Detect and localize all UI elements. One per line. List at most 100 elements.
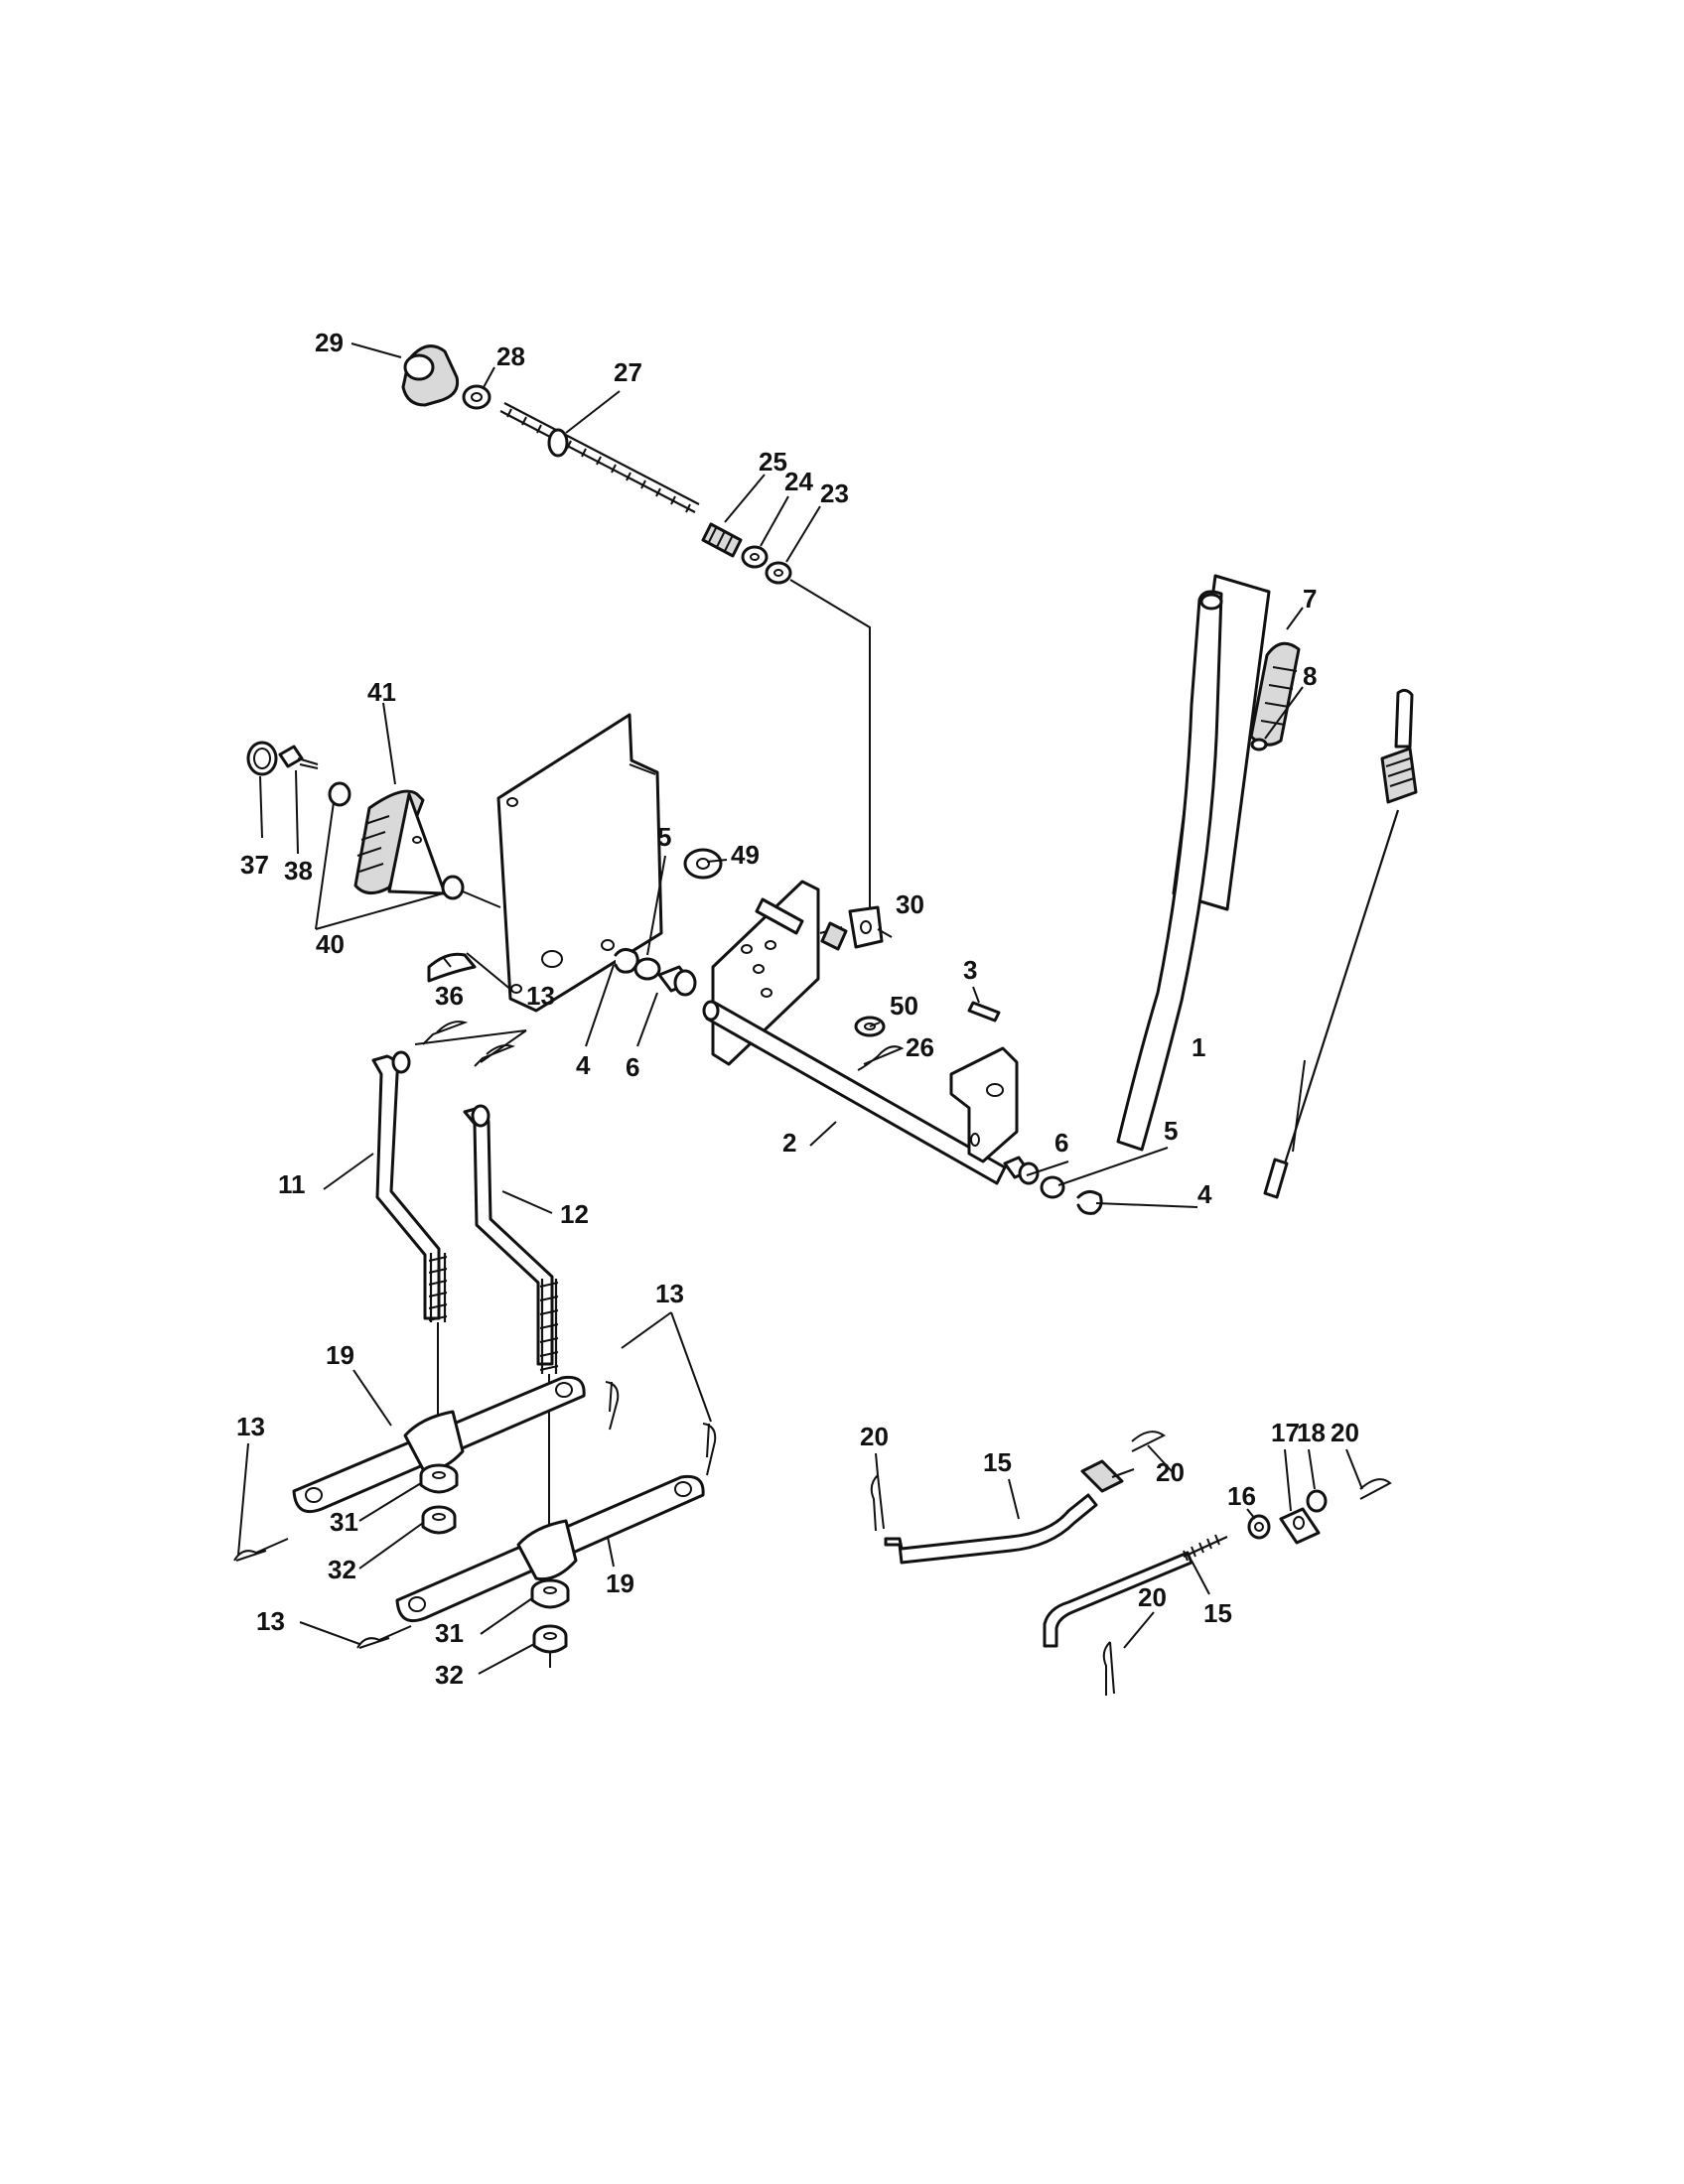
callout-27: 27	[614, 357, 642, 387]
cross-shaft	[702, 1000, 1007, 1185]
hairpin-20-d	[1359, 1478, 1392, 1500]
washer-40b	[441, 875, 465, 900]
cable-rod	[1263, 688, 1418, 1199]
callout-5-right: 5	[1164, 1116, 1178, 1146]
callout-17: 17	[1271, 1418, 1300, 1447]
callout-38: 38	[284, 856, 313, 886]
callout-13-arm: 13	[655, 1279, 684, 1308]
callout-13-left: 13	[236, 1412, 265, 1441]
callout-19-lower: 19	[606, 1569, 634, 1598]
adjustment-rod	[499, 402, 700, 513]
hairpin-13-arm-a	[605, 1381, 620, 1431]
swivel-30	[819, 905, 884, 951]
callout-2: 2	[782, 1128, 796, 1158]
callout-6-right: 6	[1054, 1128, 1068, 1158]
callout-7: 7	[1303, 584, 1317, 614]
callout-20-b: 20	[1156, 1457, 1185, 1487]
nut-32-lower	[532, 1624, 568, 1654]
nut-23	[765, 561, 792, 585]
hairpin-20-b	[1131, 1431, 1166, 1452]
hairpin-20-a	[870, 1474, 885, 1532]
nut-16	[1247, 1514, 1271, 1540]
screw-38	[278, 745, 319, 769]
retainer-4-right	[1076, 1190, 1103, 1215]
lift-rod-15-upper	[884, 1459, 1135, 1565]
callout-15-lower: 15	[1203, 1598, 1232, 1628]
lift-link-11	[371, 1050, 448, 1322]
callout-15-upper: 15	[983, 1447, 1012, 1477]
lift-arm-19-upper	[292, 1375, 586, 1514]
callout-28: 28	[496, 341, 525, 371]
knob-nut	[462, 384, 491, 410]
callout-1: 1	[1192, 1032, 1205, 1062]
callout-16: 16	[1227, 1481, 1256, 1511]
spring	[701, 522, 743, 558]
washer-5-left	[633, 957, 661, 981]
assembly-line-23-30	[789, 579, 871, 933]
adjustment-knob	[401, 344, 460, 407]
callout-6: 6	[626, 1052, 639, 1082]
callout-31-lower: 31	[435, 1618, 464, 1648]
hairpin-13-bottom	[356, 1625, 412, 1649]
callout-19-upper: 19	[326, 1340, 354, 1370]
callout-13-bottom: 13	[256, 1606, 285, 1636]
callout-31-upper: 31	[330, 1507, 358, 1537]
callout-36: 36	[435, 981, 464, 1011]
callout-29: 29	[315, 328, 344, 357]
washer-5-right	[1040, 1175, 1065, 1199]
grip-ring	[1250, 738, 1268, 751]
lift-link-12	[463, 1104, 559, 1374]
lift-arm-19-lower	[395, 1474, 705, 1623]
callout-50: 50	[890, 991, 918, 1021]
wheel-knob-41	[353, 789, 447, 895]
hairpin-13-left	[233, 1538, 289, 1562]
hairpin-13-top-b	[474, 1044, 515, 1067]
callout-11: 11	[278, 1169, 306, 1199]
leader-lines	[237, 342, 1363, 1675]
callout-25: 25	[759, 447, 787, 477]
callout-18: 18	[1297, 1418, 1326, 1447]
mounting-plate	[496, 713, 663, 1013]
lever-pivot-block	[949, 1046, 1019, 1163]
washer-40a	[328, 781, 351, 807]
washer-49	[683, 848, 723, 880]
callout-20-d: 20	[1331, 1418, 1359, 1447]
callout-37: 37	[240, 850, 269, 880]
lift-rod-15-lower	[1043, 1534, 1228, 1648]
callout-49: 49	[731, 840, 760, 870]
callout-4-right: 4	[1197, 1179, 1212, 1209]
callout-20-c: 20	[1138, 1582, 1167, 1612]
callout-13: 13	[526, 981, 555, 1011]
callout-5: 5	[657, 822, 671, 852]
callout-23: 23	[820, 478, 849, 508]
nut-32-upper	[421, 1505, 457, 1535]
bushing-6-right	[1003, 1156, 1040, 1185]
mounting-clip-36	[427, 952, 477, 983]
callout-4: 4	[576, 1050, 591, 1080]
callout-3: 3	[963, 955, 977, 985]
bushing-6-left	[657, 965, 697, 997]
washer-24	[741, 545, 769, 569]
callout-12: 12	[560, 1199, 589, 1229]
hairpin-20-c	[1102, 1641, 1115, 1696]
assembly-line-36	[466, 952, 513, 992]
callout-32-upper: 32	[328, 1555, 356, 1584]
hairpin-13-top-a	[422, 1021, 469, 1045]
callout-40: 40	[316, 929, 345, 959]
ring-37	[246, 741, 278, 776]
callout-30: 30	[896, 889, 924, 919]
pin-3	[967, 1001, 1001, 1023]
nut-18	[1306, 1489, 1328, 1513]
callout-8: 8	[1303, 661, 1317, 691]
hairpin-13-arm-b	[702, 1423, 717, 1476]
swivel-17	[1279, 1507, 1321, 1545]
lift-lever	[1116, 590, 1223, 1152]
assembly-line-41	[462, 890, 501, 908]
hairpin-26	[857, 1045, 905, 1071]
callout-41: 41	[367, 677, 396, 707]
callout-26: 26	[906, 1032, 934, 1062]
callout-32-lower: 32	[435, 1660, 464, 1690]
spacer-31-upper	[419, 1463, 459, 1494]
spacer-31-lower	[530, 1578, 570, 1609]
